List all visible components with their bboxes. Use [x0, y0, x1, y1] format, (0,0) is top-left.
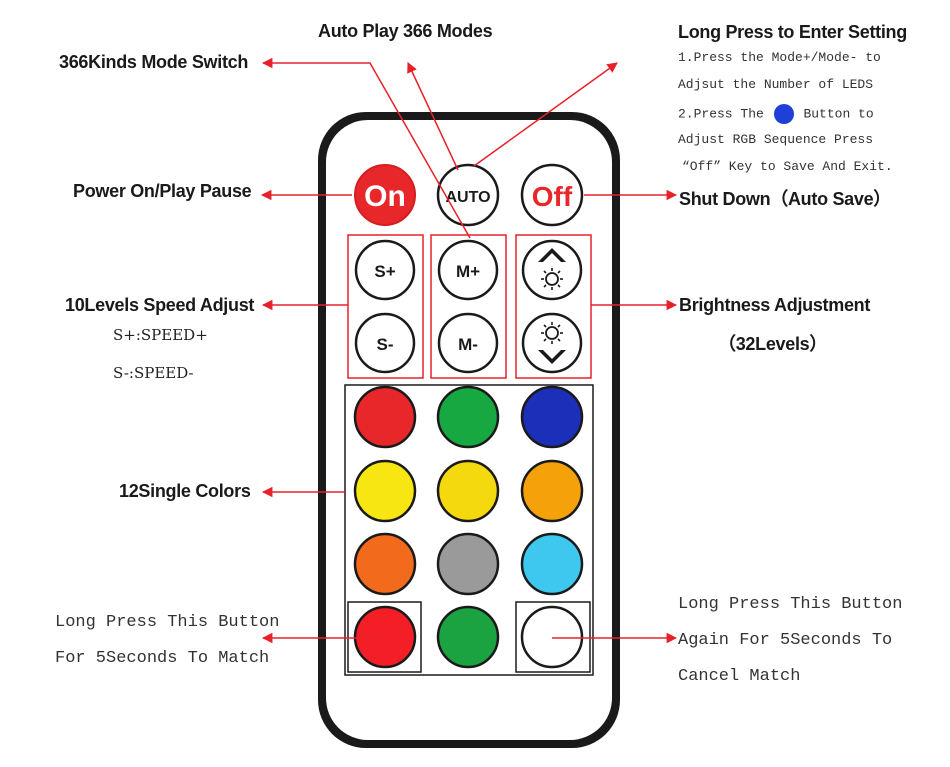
color-button-5[interactable]	[436, 459, 500, 523]
cancel-button-box	[515, 601, 591, 673]
color-button-1[interactable]	[353, 385, 417, 449]
brightness-up-button[interactable]	[521, 239, 583, 301]
mode-plus-button[interactable]: M+	[437, 239, 499, 301]
brightness-down-icon	[538, 322, 566, 364]
brightness-label: Brightness Adjustment	[679, 295, 871, 315]
color-button-9[interactable]	[520, 532, 584, 596]
auto-button[interactable]: AUTO	[436, 163, 500, 227]
color-button-4[interactable]	[353, 459, 417, 523]
speed-minus-button[interactable]: S-	[354, 312, 416, 374]
color-button-3[interactable]	[520, 385, 584, 449]
cancel-line-2: Again For 5Seconds To	[678, 631, 893, 650]
color-button-12[interactable]	[520, 605, 584, 669]
shut-down-label: Shut Down（Auto Save）	[679, 189, 892, 209]
speed-minus-label: S-:SPEED-	[113, 364, 194, 382]
arrow-mode-switch	[261, 57, 471, 239]
colors-group-box	[344, 384, 594, 676]
cancel-line-3: Cancel Match	[678, 667, 801, 686]
blue-dot-icon	[773, 104, 794, 124]
arrow-auto-play	[407, 62, 459, 171]
color-button-10[interactable]	[353, 605, 417, 669]
svg-text:M-: M-	[458, 335, 478, 354]
setting-line-5: “Off” Key to Save And Exit.	[682, 159, 893, 174]
setting-line-4: Adjust RGB Sequence Press	[678, 132, 874, 147]
svg-text:On: On	[364, 180, 406, 213]
auto-play-label: Auto Play 366 Modes	[318, 21, 493, 41]
setting-line-2: Adjsut the Number of LEDS	[678, 77, 874, 92]
color-button-7[interactable]	[353, 532, 417, 596]
svg-text:M+: M+	[456, 262, 480, 281]
long-press-title: Long Press to Enter Setting	[678, 22, 907, 42]
color-grid	[353, 385, 584, 669]
match-button-box	[347, 601, 422, 673]
brightness-levels-label: （32Levels）	[718, 334, 828, 354]
speed-group-box	[347, 234, 424, 379]
setting-line-3b: Button to	[803, 106, 874, 122]
mode-minus-button[interactable]: M-	[437, 312, 499, 374]
mode-switch-label: 366Kinds Mode Switch	[59, 52, 249, 72]
single-colors-label: 12Single Colors	[119, 481, 251, 501]
setting-line-3a: 2.Press The	[678, 106, 764, 122]
svg-text:S+: S+	[374, 262, 395, 281]
arrow-long-press	[473, 62, 618, 167]
cancel-line-1: Long Press This Button	[678, 595, 903, 614]
speed-plus-button[interactable]: S+	[354, 239, 416, 301]
match-line-2: For 5Seconds To Match	[55, 649, 270, 668]
color-button-11[interactable]	[436, 605, 500, 669]
svg-text:S-: S-	[377, 335, 394, 354]
power-label: Power On/Play Pause	[73, 181, 252, 201]
brightness-up-icon	[538, 248, 566, 290]
brightness-down-button[interactable]	[521, 312, 583, 374]
color-button-6[interactable]	[520, 459, 584, 523]
off-button[interactable]: Off	[520, 163, 584, 227]
svg-text:AUTO: AUTO	[445, 189, 490, 206]
speed-plus-label: S+:SPEED+	[113, 326, 208, 344]
setting-line-3: 2.Press The Button to	[678, 104, 874, 124]
match-line-1: Long Press This Button	[55, 613, 280, 632]
svg-text:Off: Off	[532, 181, 573, 212]
color-button-8[interactable]	[436, 532, 500, 596]
setting-line-1: 1.Press the Mode+/Mode- to	[678, 50, 881, 65]
speed-adjust-label: 10Levels Speed Adjust	[65, 295, 255, 315]
brightness-group-box	[515, 234, 592, 379]
color-button-2[interactable]	[436, 385, 500, 449]
on-button[interactable]: On	[354, 164, 416, 226]
